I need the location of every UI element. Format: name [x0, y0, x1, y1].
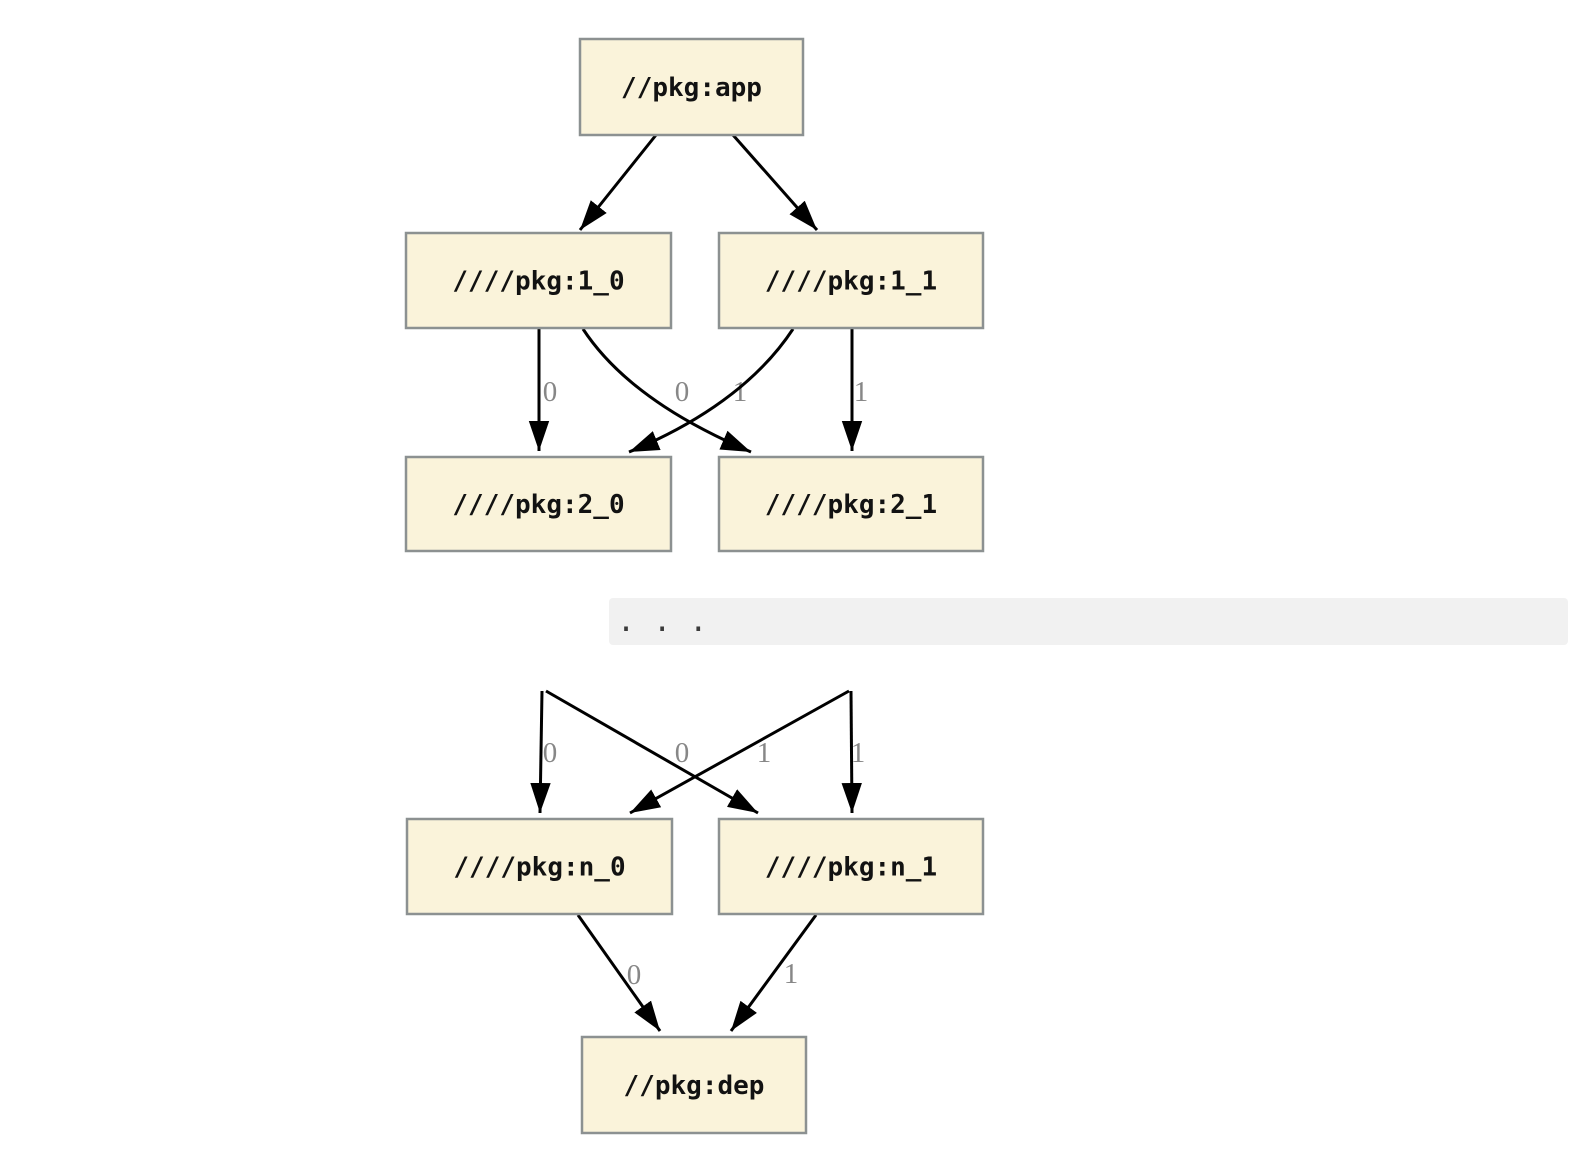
edge-hidden-right-to-pkg-n-0: [629, 689, 850, 815]
node-label-pkg-2-1: ////pkg:2_1: [765, 490, 937, 520]
node-box-app: [578, 37, 805, 137]
edge-label-pkg-1-1-to-pkg-2-0: 0: [675, 376, 690, 408]
node-pkg-n-1: ////pkg:n_1: [717, 817, 985, 916]
node-box-pkg-2-0: [404, 455, 673, 553]
node-box-pkg-n-0: [405, 817, 674, 916]
ellipsis-text: . . .: [617, 603, 708, 639]
node-label-pkg-2-0: ////pkg:2_0: [452, 490, 624, 520]
node-app: //pkg:app: [578, 37, 805, 137]
node-label-pkg-1-0: ////pkg:1_0: [452, 267, 624, 297]
edge-label-hidden-right-to-pkg-n-0: 0: [675, 737, 690, 769]
node-dep: //pkg:dep: [580, 1035, 808, 1135]
node-pkg-n-0: ////pkg:n_0: [405, 817, 674, 916]
edge-pkg-1-0-to-pkg-2-1: [581, 328, 752, 454]
node-pkg-1-0: ////pkg:1_0: [404, 231, 673, 330]
edge-hidden-right-to-pkg-n-1: [841, 690, 862, 814]
node-box-pkg-2-1: [717, 455, 985, 553]
ellipsis-band: . . .: [609, 598, 1568, 645]
node-pkg-2-1: ////pkg:2_1: [717, 455, 985, 553]
edge-pkg-n-1-to-dep: [729, 914, 818, 1032]
edge-app-to-pkg-1-1: [731, 134, 819, 231]
node-label-app: //pkg:app: [621, 73, 762, 103]
edge-hidden-left-to-pkg-n-1: [545, 689, 759, 815]
node-box-pkg-1-1: [717, 231, 985, 330]
edge-label-hidden-left-to-pkg-n-0: 0: [543, 737, 558, 769]
edge-pkg-1-1-to-pkg-2-0: [628, 328, 795, 454]
edge-label-pkg-n-1-to-dep: 1: [784, 958, 799, 990]
node-label-pkg-n-1: ////pkg:n_1: [765, 853, 937, 883]
node-label-pkg-n-0: ////pkg:n_0: [453, 853, 625, 883]
node-pkg-2-0: ////pkg:2_0: [404, 455, 673, 553]
edge-label-pkg-n-0-to-dep: 0: [627, 959, 642, 991]
node-box-pkg-n-1: [717, 817, 985, 916]
edge-pkg-n-0-to-dep: [576, 914, 662, 1032]
node-box-dep: [580, 1035, 808, 1135]
node-box-pkg-1-0: [404, 231, 673, 330]
node-label-dep: //pkg:dep: [624, 1071, 765, 1101]
edge-label-hidden-left-to-pkg-n-1: 1: [757, 737, 772, 769]
edge-app-to-pkg-1-0: [578, 134, 658, 231]
node-label-pkg-1-1: ////pkg:1_1: [765, 267, 937, 297]
edge-label-pkg-1-0-to-pkg-2-0: 0: [543, 376, 558, 408]
node-pkg-1-1: ////pkg:1_1: [717, 231, 985, 330]
edge-label-pkg-1-1-to-pkg-2-1: 1: [854, 376, 869, 408]
edge-hidden-left-to-pkg-n-0: [530, 690, 551, 814]
edge-label-hidden-right-to-pkg-n-1: 1: [851, 737, 866, 769]
